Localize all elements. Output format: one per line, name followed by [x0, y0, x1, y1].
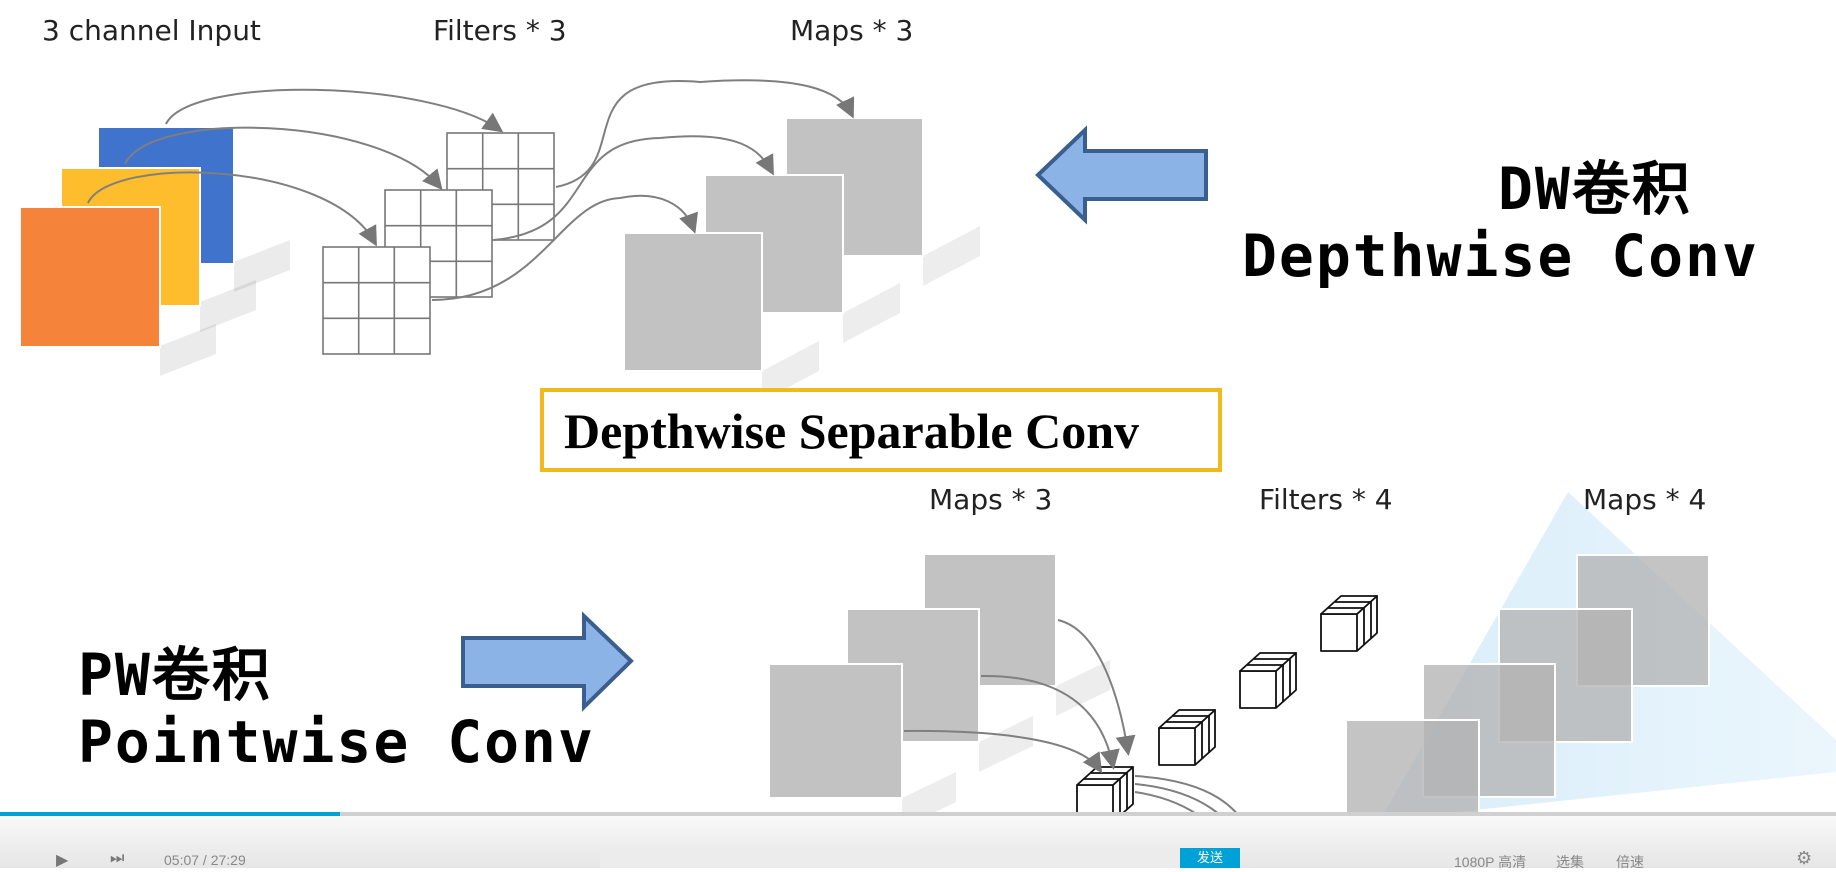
left-block-arrow [1035, 125, 1208, 225]
filter-grid-front [322, 246, 431, 355]
dw-maps-label: Maps * 3 [790, 14, 914, 47]
pw-maps-out-label: Maps * 4 [1583, 483, 1707, 516]
pw-filters-label: Filters * 4 [1259, 483, 1393, 516]
pw-title-en: Pointwise Conv [78, 708, 595, 776]
speed-button[interactable]: 倍速 [1616, 854, 1644, 870]
pw-arrows-map-to-filter [903, 619, 1136, 774]
right-block-arrow [461, 611, 634, 712]
dw-filters-label: Filters * 3 [433, 14, 567, 47]
settings-icon[interactable]: ⚙ [1796, 848, 1813, 868]
dw-map-shadows [762, 226, 980, 401]
episodes-button[interactable]: 选集 [1556, 854, 1584, 870]
pw-filter-2 [1158, 709, 1216, 766]
pw-filter-3 [1239, 652, 1297, 709]
quality-button[interactable]: 1080P 高清 [1454, 854, 1527, 870]
input-channel-orange [19, 206, 161, 348]
pw-title-cn: PW卷积 [78, 641, 272, 709]
time-display: 05:07 / 27:29 [164, 852, 246, 868]
progress-fill [0, 812, 340, 816]
video-player-bar: ▶ ⏭ 05:07 / 27:29 发送 1080P 高清 选集 倍速 ⚙ [0, 812, 1836, 870]
dw-arrows-filter-to-map [431, 79, 855, 301]
play-icon[interactable]: ▶ [56, 852, 69, 869]
pw-maps-in-label: Maps * 3 [929, 483, 1053, 516]
progress-bar[interactable] [0, 812, 1836, 816]
next-icon[interactable]: ⏭ [110, 850, 125, 867]
dw-arrows-input-to-filter [87, 88, 504, 247]
input-label: 3 channel Input [42, 14, 261, 47]
send-button[interactable]: 发送 [1180, 848, 1240, 868]
danmaku-input[interactable] [600, 848, 1180, 868]
pw-filter-4 [1320, 595, 1378, 652]
dw-title-cn: DW卷积 [1498, 155, 1692, 223]
pw-map-in-front [768, 663, 903, 799]
depthwise-separable-label: Depthwise Separable Conv [564, 403, 1140, 459]
input-shadows [160, 240, 290, 376]
dw-title-en: Depthwise Conv [1242, 222, 1759, 290]
depthwise-separable-box: Depthwise Separable Conv [540, 388, 1222, 472]
dw-map-front [623, 232, 763, 372]
